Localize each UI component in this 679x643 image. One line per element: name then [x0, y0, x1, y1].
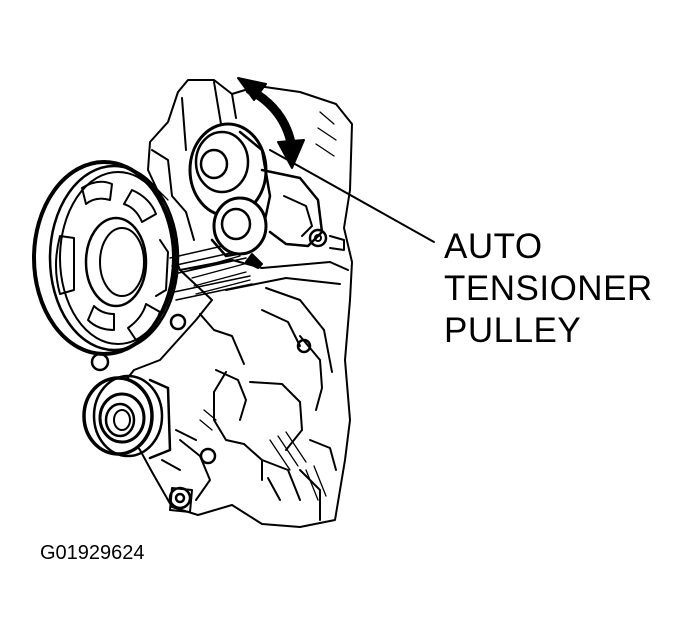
- callout-line-2: TENSIONER: [444, 269, 653, 308]
- callout-line-1: AUTO: [444, 227, 543, 266]
- rotation-arrow: [237, 77, 305, 169]
- callout-line-3: PULLEY: [444, 311, 582, 350]
- tensioner-callout-label: AUTO TENSIONER PULLEY: [444, 226, 653, 352]
- callout-leader-line: [269, 149, 435, 243]
- bolts: [90, 313, 312, 513]
- tensioner-assembly: [188, 122, 345, 269]
- large-pulley: [32, 160, 180, 356]
- figure-id: G01929624: [40, 542, 145, 564]
- small-pulley: [82, 374, 172, 460]
